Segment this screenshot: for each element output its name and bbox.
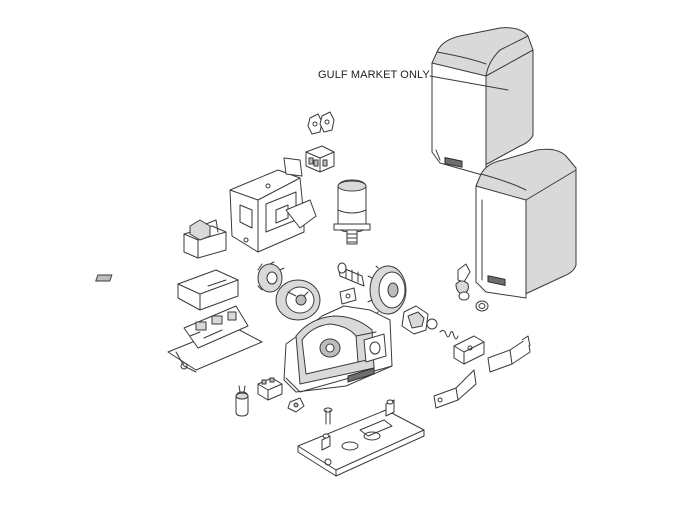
release-lever: [455, 263, 471, 301]
gulf-market-label: GULF MARKET ONLY: [318, 69, 430, 81]
motor: [333, 179, 371, 245]
gearbox-housing: [283, 305, 393, 393]
cover-standard: [475, 148, 577, 299]
lock-cylinder: [475, 300, 489, 312]
cable-clips: [307, 111, 335, 135]
gear-bracket: [339, 287, 357, 305]
gulf-leader-line: [429, 75, 509, 91]
drive-shaft: [337, 262, 365, 287]
base-plate: [297, 399, 425, 477]
mounting-frame: [229, 157, 317, 253]
terminal-connector: [305, 145, 335, 173]
small-fitting: [287, 397, 305, 413]
capacitor: [235, 385, 249, 417]
cover-gulf-market: [431, 27, 534, 177]
pinion-gear: [257, 261, 287, 293]
limit-plate-left: [433, 369, 477, 409]
fixing-screw: [323, 407, 333, 425]
limit-switch: [453, 335, 485, 365]
limit-plate-right: [487, 335, 531, 373]
encoder-cover: [401, 305, 438, 335]
control-board-housing: [95, 269, 239, 311]
circuit-board: [167, 305, 263, 373]
helical-gear: [367, 265, 407, 315]
transformer: [183, 219, 227, 259]
terminal-block: [257, 377, 283, 401]
spring: [439, 329, 459, 340]
gear-disc: [275, 279, 321, 321]
